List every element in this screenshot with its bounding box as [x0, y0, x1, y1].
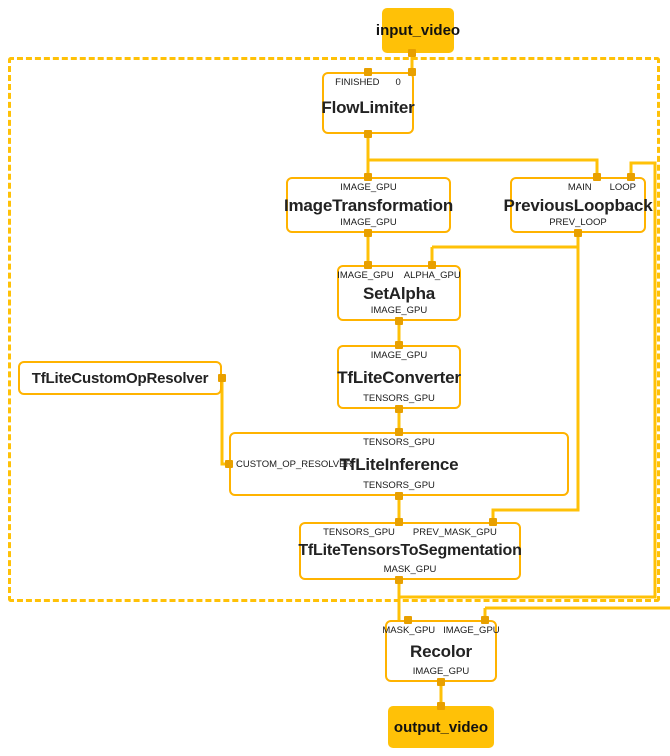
port-segmentation-tensors-in [395, 518, 403, 526]
port-label-inference-out: TENSORS_GPU [363, 479, 435, 491]
node-recolor-outputs: IMAGE_GPU [387, 665, 495, 677]
node-tflite-custom-op-resolver[interactable]: TfLiteCustomOpResolver [18, 361, 222, 395]
node-tflite-inference-title: TfLiteInference [339, 454, 459, 474]
io-node-output-video-label: output_video [393, 718, 489, 736]
node-recolor-inputs: MASK_GPU IMAGE_GPU [382, 626, 499, 636]
port-previous-loopback-loop [627, 173, 635, 181]
io-node-input-video[interactable]: input_video [376, 8, 460, 53]
io-node-output-video[interactable]: output_video [388, 706, 494, 748]
node-tflite-inference-outputs: TENSORS_GPU [231, 479, 567, 491]
port-label-finished: FINISHED [335, 77, 380, 88]
subgraph-boundary [8, 57, 660, 602]
port-flow-limiter-finished [364, 68, 372, 76]
node-set-alpha-inputs: IMAGE_GPU ALPHA_GPU [337, 270, 461, 281]
port-recolor-image-in [481, 616, 489, 624]
port-label-setalpha-image-gpu: IMAGE_GPU [337, 270, 394, 281]
port-previous-loopback-prev-loop [574, 229, 582, 237]
node-segmentation-inputs: TENSORS_GPU PREV_MASK_GPU [301, 528, 519, 538]
port-set-alpha-out [395, 317, 403, 325]
port-recolor-out [437, 678, 445, 686]
port-label-inference-in: TENSORS_GPU [363, 437, 435, 448]
port-set-alpha-image-in [364, 261, 372, 269]
node-tflite-converter-inputs: IMAGE_GPU [339, 351, 459, 361]
port-label-image-gpu-in: IMAGE_GPU [340, 182, 397, 193]
port-tflite-inference-custom-op [225, 460, 233, 468]
io-node-input-video-label: input_video [375, 22, 461, 39]
node-previous-loopback[interactable]: MAIN LOOP PreviousLoopback PREV_LOOP [504, 177, 653, 233]
port-label-recolor-image: IMAGE_GPU [443, 625, 500, 636]
port-output-video-in [437, 702, 445, 710]
port-label-prev-loop: PREV_LOOP [549, 216, 607, 228]
node-tflite-converter-title: TfLiteConverter [337, 367, 461, 387]
port-label-setalpha-alpha-gpu: ALPHA_GPU [403, 270, 461, 281]
node-previous-loopback-outputs: PREV_LOOP [512, 216, 644, 228]
node-tflite-converter[interactable]: IMAGE_GPU TfLiteConverter TENSORS_GPU [337, 345, 461, 409]
node-recolor-title: Recolor [410, 641, 472, 661]
port-set-alpha-alpha-in [428, 261, 436, 269]
node-set-alpha[interactable]: IMAGE_GPU ALPHA_GPU SetAlpha IMAGE_GPU [337, 265, 461, 321]
port-label-recolor-mask: MASK_GPU [382, 625, 436, 636]
port-label-converter-out: TENSORS_GPU [363, 392, 435, 404]
node-previous-loopback-title: PreviousLoopback [503, 195, 653, 215]
node-image-transformation-title: ImageTransformation [283, 195, 454, 215]
node-image-transformation-inputs: IMAGE_GPU [288, 183, 449, 193]
port-label-custom-op-resolver: CUSTOM_OP_RESOLVER [236, 459, 353, 470]
port-previous-loopback-main [593, 173, 601, 181]
node-image-transformation[interactable]: IMAGE_GPU ImageTransformation IMAGE_GPU [283, 177, 454, 233]
port-image-transformation-out [364, 229, 372, 237]
port-image-transformation-in [364, 173, 372, 181]
port-tflite-custom-op-resolver-out [218, 374, 226, 382]
port-flow-limiter-0 [408, 68, 416, 76]
node-segmentation-outputs: MASK_GPU [301, 563, 519, 575]
node-tflite-tensors-to-segmentation[interactable]: TENSORS_GPU PREV_MASK_GPU TfLiteTensorsT… [298, 522, 522, 580]
port-label-converter-in: IMAGE_GPU [370, 350, 428, 361]
node-tflite-inference-inputs: TENSORS_GPU [231, 438, 567, 448]
port-tflite-inference-out [395, 492, 403, 500]
port-tflite-inference-in [395, 428, 403, 436]
port-label-recolor-out: IMAGE_GPU [412, 665, 470, 677]
port-label-zero: 0 [395, 77, 401, 88]
node-flow-limiter-inputs: FINISHED 0 [324, 78, 412, 88]
port-label-segmentation-prev-mask: PREV_MASK_GPU [412, 527, 497, 538]
port-label-image-gpu-out: IMAGE_GPU [340, 216, 397, 228]
node-tflite-custom-op-resolver-title: TfLiteCustomOpResolver [31, 369, 209, 387]
node-image-transformation-outputs: IMAGE_GPU [288, 216, 449, 228]
port-segmentation-prev-mask-in [489, 518, 497, 526]
node-flow-limiter-title: FlowLimiter [321, 97, 415, 117]
port-label-segmentation-tensors: TENSORS_GPU [323, 527, 395, 538]
node-recolor[interactable]: MASK_GPU IMAGE_GPU Recolor IMAGE_GPU [382, 620, 500, 682]
port-recolor-mask-in [404, 616, 412, 624]
port-label-segmentation-mask: MASK_GPU [383, 563, 437, 575]
port-label-setalpha-out: IMAGE_GPU [370, 304, 428, 316]
node-tflite-converter-outputs: TENSORS_GPU [339, 392, 459, 404]
port-input-video-out [408, 49, 416, 57]
node-set-alpha-outputs: IMAGE_GPU [339, 304, 459, 316]
port-tflite-converter-in [395, 341, 403, 349]
port-flow-limiter-out [364, 130, 372, 138]
node-set-alpha-title: SetAlpha [362, 283, 436, 303]
node-previous-loopback-inputs: MAIN LOOP [512, 183, 644, 193]
port-label-loop: LOOP [609, 182, 636, 193]
port-segmentation-mask-out [395, 576, 403, 584]
port-label-main: MAIN [567, 182, 592, 193]
node-flow-limiter[interactable]: FINISHED 0 FlowLimiter [321, 72, 415, 134]
node-tflite-tensors-to-segmentation-title: TfLiteTensorsToSegmentation [298, 542, 522, 559]
port-tflite-converter-out [395, 405, 403, 413]
